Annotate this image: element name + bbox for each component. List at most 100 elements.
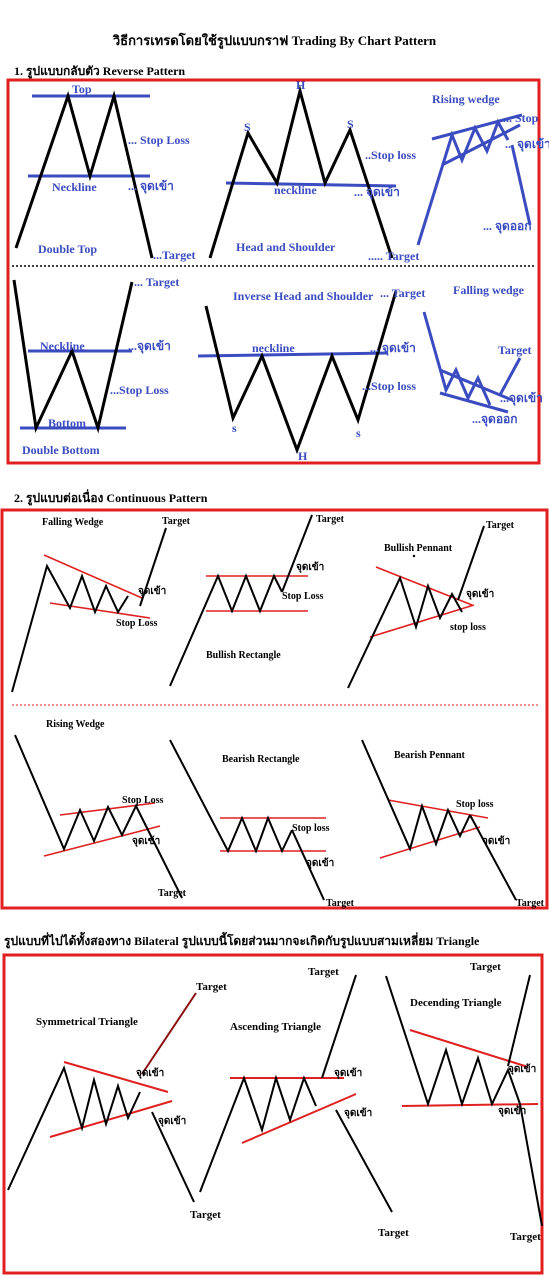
cont-br-name: Bullish Rectangle <box>206 650 281 661</box>
asc-target-up: Target <box>308 966 339 978</box>
cont-fw-entry: จุดเข้า <box>138 585 166 597</box>
cont-rising-wedge-diagram: Rising Wedge Stop Loss จุดเข้า Target <box>14 719 187 899</box>
falling-wedge-price-line <box>422 311 492 406</box>
ihs-neckline-label: neckline <box>252 341 295 355</box>
cont-brr-breakdown <box>291 829 325 901</box>
cont-fw-price-line <box>11 563 129 693</box>
cont-bullish-pennant-diagram: Bullish Pennant Target จุดเข้า stop loss <box>347 520 515 689</box>
double-bottom-neckline-label: Neckline <box>40 339 85 353</box>
cont-fw-target: Target <box>162 516 191 527</box>
cont-bep-entry: จุดเข้า <box>482 835 510 847</box>
cont-bearish-pennant-diagram: Bearish Pennant Stop loss จุดเข้า Target <box>361 739 545 909</box>
bilateral-frame <box>2 953 544 1275</box>
cont-bp-dot <box>412 554 416 558</box>
double-top-target: ...Target <box>153 248 196 262</box>
cont-br-price-line <box>169 573 283 687</box>
sym-entry-down: จุดเข้า <box>158 1115 186 1127</box>
desc-entry-down: จุดเข้า <box>498 1105 526 1117</box>
bilateral-descending-diagram: Target Decending Triangle จุดเข้า จุดเข้… <box>385 961 543 1243</box>
cont-rw-stop-loss: Stop Loss <box>122 795 164 806</box>
asc-price-line <box>199 1074 317 1193</box>
sym-upper-line <box>63 1061 169 1093</box>
cont-bp-target: Target <box>486 520 515 531</box>
cont-bp-name: Bullish Pennant <box>384 543 453 554</box>
sym-entry-up: จุดเข้า <box>136 1067 164 1079</box>
cont-bep-upper-line <box>387 799 489 819</box>
sym-price-line <box>7 1065 141 1191</box>
section-continuous-title: 2. รูปแบบต่อเนื่อง Continuous Pattern <box>14 491 208 505</box>
falling-wedge-lower-line <box>439 391 509 414</box>
rising-wedge-name: Rising wedge <box>432 92 500 106</box>
double-top-neckline-label: Neckline <box>52 180 97 194</box>
hs-target: ..... Target <box>368 249 419 263</box>
ihs-target: ... Target <box>380 286 425 300</box>
sym-name: Symmetrical Triangle <box>36 1016 138 1028</box>
bilateral-ascending-diagram: Target Ascending Triangle จุดเข้า จุดเข้… <box>199 966 409 1239</box>
ihs-stop-loss: ...Stop loss <box>362 379 416 393</box>
double-top-diagram: Top ... Stop Loss Neckline ... จุดเข้า D… <box>14 82 196 262</box>
falling-wedge-entry: ...จุดเข้า <box>500 391 543 406</box>
desc-target-up: Target <box>470 961 501 973</box>
falling-wedge-name: Falling wedge <box>453 283 525 297</box>
double-top-entry: ... จุดเข้า <box>128 179 174 194</box>
desc-support <box>401 1103 539 1107</box>
desc-entry-up: จุดเข้า <box>508 1063 536 1075</box>
cont-fw-lower-line <box>49 602 151 619</box>
cont-fw-stop-loss: Stop Loss <box>116 618 158 629</box>
desc-name: Decending Triangle <box>410 997 502 1009</box>
double-bottom-entry: ...จุดเข้า <box>128 339 171 354</box>
rising-wedge-exit: ... จุดออก <box>483 219 532 234</box>
cont-rw-breakdown <box>145 825 183 899</box>
double-bottom-stop-loss: ...Stop Loss <box>110 383 169 397</box>
rising-wedge-breakdown <box>510 144 532 226</box>
bilateral-symmetrical-diagram: Symmetrical Triangle Target จุดเข้า จุดเ… <box>7 981 227 1221</box>
desc-target-down: Target <box>510 1231 541 1243</box>
cont-rw-name: Rising Wedge <box>46 719 105 730</box>
ihs-right-shoulder-label: s <box>356 426 361 440</box>
cont-br-stop-loss: Stop Loss <box>282 591 324 602</box>
cont-brr-price-line <box>169 739 293 854</box>
cont-br-breakout <box>281 514 313 593</box>
double-top-top-label: Top <box>72 82 92 96</box>
rising-wedge-entry: ... จุดเข้า <box>505 137 549 152</box>
cont-bep-breakdown <box>469 814 517 901</box>
sym-target-up: Target <box>196 981 227 993</box>
inverse-head-and-shoulder-diagram: Inverse Head and Shoulder ... Target nec… <box>197 286 425 463</box>
cont-rw-lower-line <box>43 825 161 857</box>
asc-support <box>241 1093 357 1144</box>
sym-target-down: Target <box>190 1209 221 1221</box>
double-bottom-price-line <box>12 279 134 434</box>
double-bottom-bottom-label: Bottom <box>48 416 86 430</box>
cont-brr-entry: จุดเข้า <box>306 857 334 869</box>
cont-rw-target: Target <box>158 888 187 899</box>
falling-wedge-target: Target <box>498 343 532 357</box>
cont-fw-upper-line <box>43 554 143 599</box>
cont-bep-price-line <box>361 739 471 852</box>
cont-bp-entry: จุดเข้า <box>466 588 494 600</box>
cont-bp-stop-loss: stop loss <box>450 622 486 633</box>
rising-wedge-stop: ... Stop <box>503 111 539 125</box>
ihs-entry: ... จุดเข้า <box>370 341 416 356</box>
hs-entry: ... จุดเข้า <box>354 185 400 200</box>
cont-bearish-rectangle-diagram: Bearish Rectangle Stop loss จุดเข้า Targ… <box>169 739 355 909</box>
page-title: วิธีการเทรดโดยใช้รูปแบบกราฟ Trading By C… <box>112 33 437 48</box>
falling-wedge-exit: ...จุดออก <box>472 412 518 427</box>
sym-breakdown <box>151 1111 195 1203</box>
cont-bp-upper-line <box>375 566 473 606</box>
hs-right-shoulder-label: S <box>347 117 354 131</box>
cont-bep-name: Bearish Pennant <box>394 750 466 761</box>
cont-rw-entry: จุดเข้า <box>132 835 160 847</box>
hs-neckline-label: neckline <box>274 183 317 197</box>
cont-bep-lower-line <box>379 826 481 859</box>
double-bottom-name: Double Bottom <box>22 443 100 457</box>
section-bilateral-title: รูปแบบที่ไปได้ทั้งสองทาง Bilateral รูปแบ… <box>4 934 480 948</box>
cont-br-target: Target <box>316 514 345 525</box>
desc-breakdown <box>519 1103 543 1227</box>
cont-fw-name: Falling Wedge <box>42 517 104 528</box>
double-bottom-target: ... Target <box>134 275 179 289</box>
asc-entry-down: จุดเข้า <box>344 1107 372 1119</box>
hs-name: Head and Shoulder <box>236 240 336 254</box>
asc-target-down: Target <box>378 1227 409 1239</box>
asc-name: Ascending Triangle <box>230 1021 321 1033</box>
